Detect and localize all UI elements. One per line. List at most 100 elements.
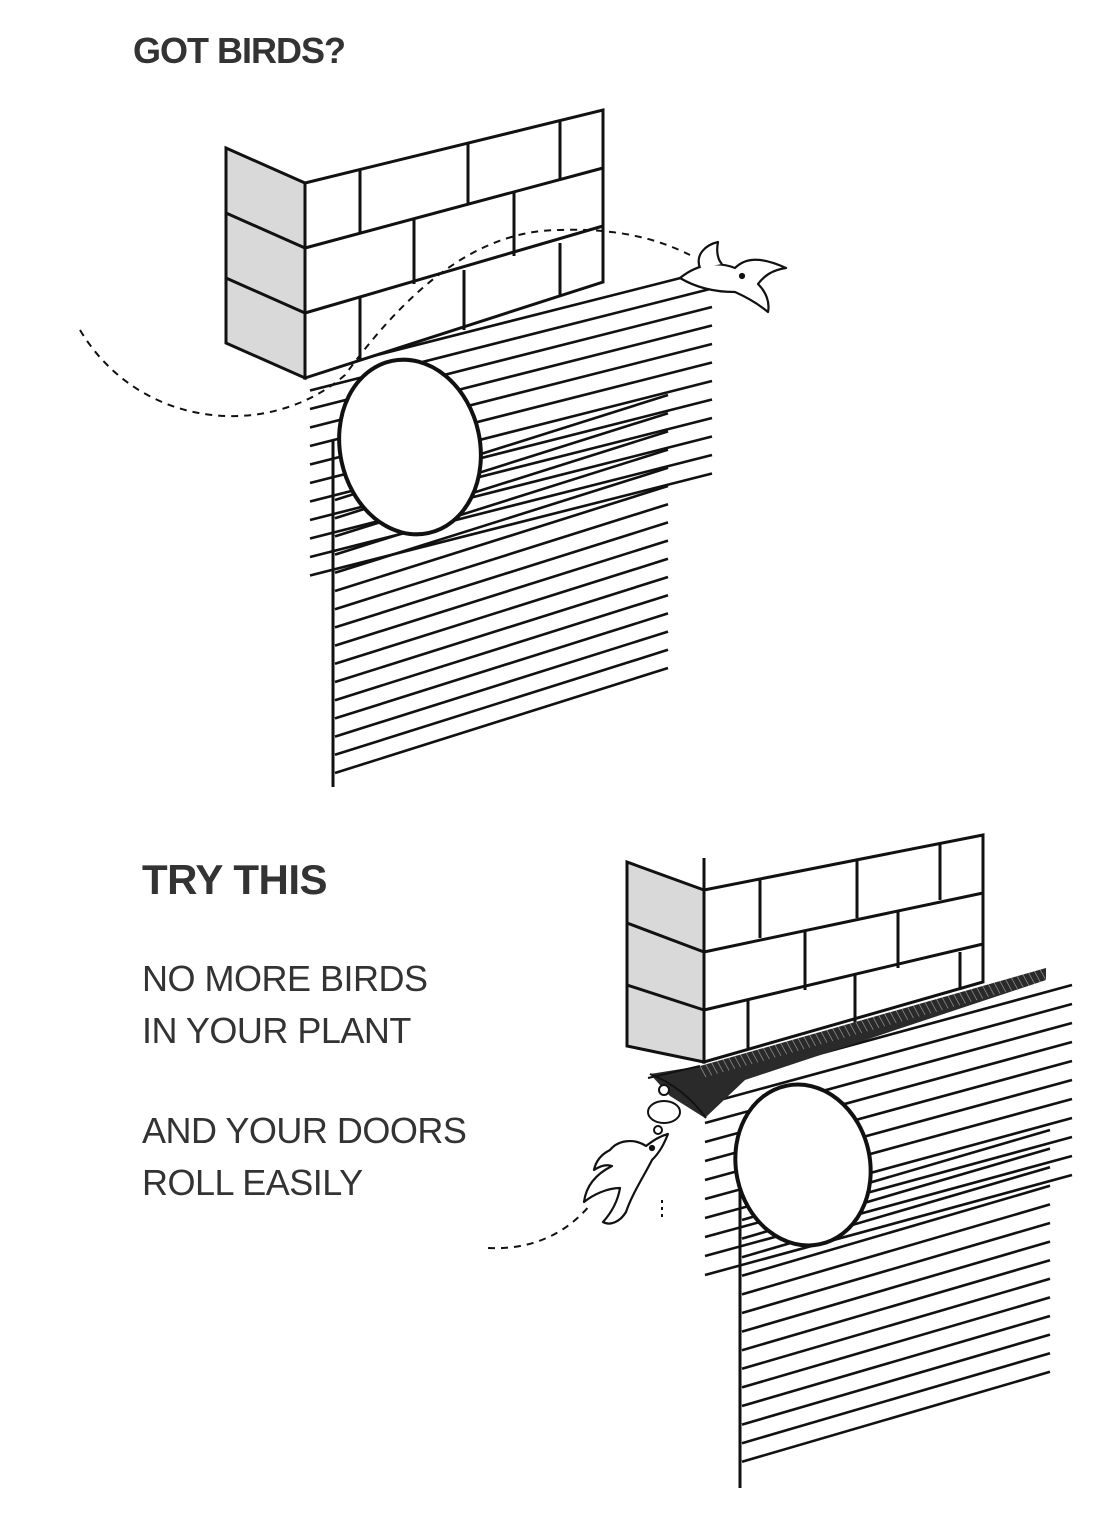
bristle (699, 1065, 707, 1078)
door-roll (337, 357, 483, 537)
bristle (884, 1013, 891, 1025)
bristle (757, 1049, 765, 1061)
brush-seal (647, 968, 1047, 1119)
bristle (918, 1003, 926, 1016)
door-slat (334, 502, 669, 611)
bristle (1011, 977, 1018, 989)
bristle (901, 1008, 909, 1021)
bristle (768, 1046, 776, 1058)
door-slat (741, 1370, 1051, 1464)
bristle (791, 1039, 799, 1052)
bristle (809, 1034, 816, 1047)
bristle (780, 1042, 788, 1055)
speech-bubble-icon (647, 1084, 681, 1135)
bristle (941, 997, 949, 1009)
door-roll (733, 1082, 873, 1248)
bristle (751, 1051, 759, 1063)
bristle (1028, 972, 1036, 985)
bristle (936, 998, 943, 1011)
bird-icon (678, 240, 788, 314)
bristle (964, 990, 972, 1003)
bristle (786, 1041, 793, 1053)
bristle (924, 1002, 932, 1014)
bristle (861, 1020, 868, 1032)
bristle (1039, 969, 1047, 981)
bristle (814, 1033, 822, 1045)
door-slat (704, 1154, 1073, 1258)
flight-path (487, 1204, 591, 1250)
door-slat (741, 1333, 1051, 1426)
bristle (803, 1036, 811, 1048)
bristle (716, 1060, 724, 1073)
bristle (740, 1054, 747, 1066)
panel-top-illustration (79, 108, 788, 787)
flight-path (79, 228, 691, 418)
door-slat (741, 1314, 1051, 1408)
bristle (820, 1031, 828, 1043)
door-slat (334, 575, 669, 684)
bristle (913, 1005, 920, 1017)
bristle (1016, 975, 1024, 988)
bristle (832, 1028, 839, 1040)
heading-try-this: TRY THIS (142, 856, 328, 903)
door-slat (334, 448, 669, 556)
door-slat (741, 1184, 1051, 1278)
bristle (953, 993, 961, 1006)
bristle (895, 1010, 903, 1022)
door-slat (741, 1240, 1051, 1333)
door-slat (334, 612, 669, 720)
bristle (878, 1015, 886, 1027)
door-slat (334, 666, 669, 775)
bristle (889, 1011, 897, 1024)
door-slat (334, 539, 669, 647)
door-slat (334, 521, 669, 629)
bristle (907, 1007, 914, 1019)
door-slat (334, 593, 669, 702)
door-slat (334, 557, 669, 666)
bristle (970, 989, 978, 1001)
door-slat (334, 630, 669, 738)
door-slat (741, 1296, 1051, 1389)
bristle (826, 1029, 834, 1042)
bristle (711, 1062, 718, 1074)
bristle (734, 1056, 741, 1068)
body-line-no-more-birds: NO MORE BIRDS (142, 958, 428, 999)
bristle (982, 985, 989, 998)
door-slat (741, 1221, 1051, 1315)
door-slat (704, 1002, 1073, 1106)
bristle (774, 1044, 782, 1056)
bristle (1005, 979, 1012, 991)
door-slat (741, 1258, 1051, 1352)
body-line-roll-easily: ROLL EASILY (142, 1162, 363, 1203)
bristle (866, 1018, 874, 1030)
bristle (930, 1000, 938, 1012)
door-slat (334, 466, 669, 575)
bristle (763, 1047, 770, 1060)
door-slat (704, 1173, 1073, 1277)
bristle (843, 1024, 851, 1037)
brick-wall (625, 833, 985, 1064)
bristle (872, 1016, 880, 1029)
heading-got-birds: GOT BIRDS? (133, 30, 346, 71)
body-line-in-your-plant: IN YOUR PLANT (142, 1010, 411, 1051)
bristle (959, 992, 966, 1004)
bristle (1034, 971, 1041, 983)
bristle (1022, 974, 1030, 986)
bristle (705, 1064, 713, 1076)
panel-bottom-illustration (487, 833, 1073, 1488)
bristle (993, 982, 1001, 994)
body-line-and-your-doors: AND YOUR DOORS (142, 1110, 467, 1151)
bristle (838, 1026, 845, 1038)
bristle (987, 984, 995, 996)
brick-wall (224, 108, 605, 381)
bristle (797, 1038, 805, 1050)
bristle (728, 1057, 736, 1070)
bristle (947, 995, 955, 1007)
bristle (722, 1059, 730, 1071)
bristle (849, 1023, 857, 1035)
door-slat (741, 1351, 1051, 1445)
door-slat (741, 1277, 1051, 1371)
bristle (976, 987, 984, 999)
door-slat (741, 1203, 1051, 1296)
